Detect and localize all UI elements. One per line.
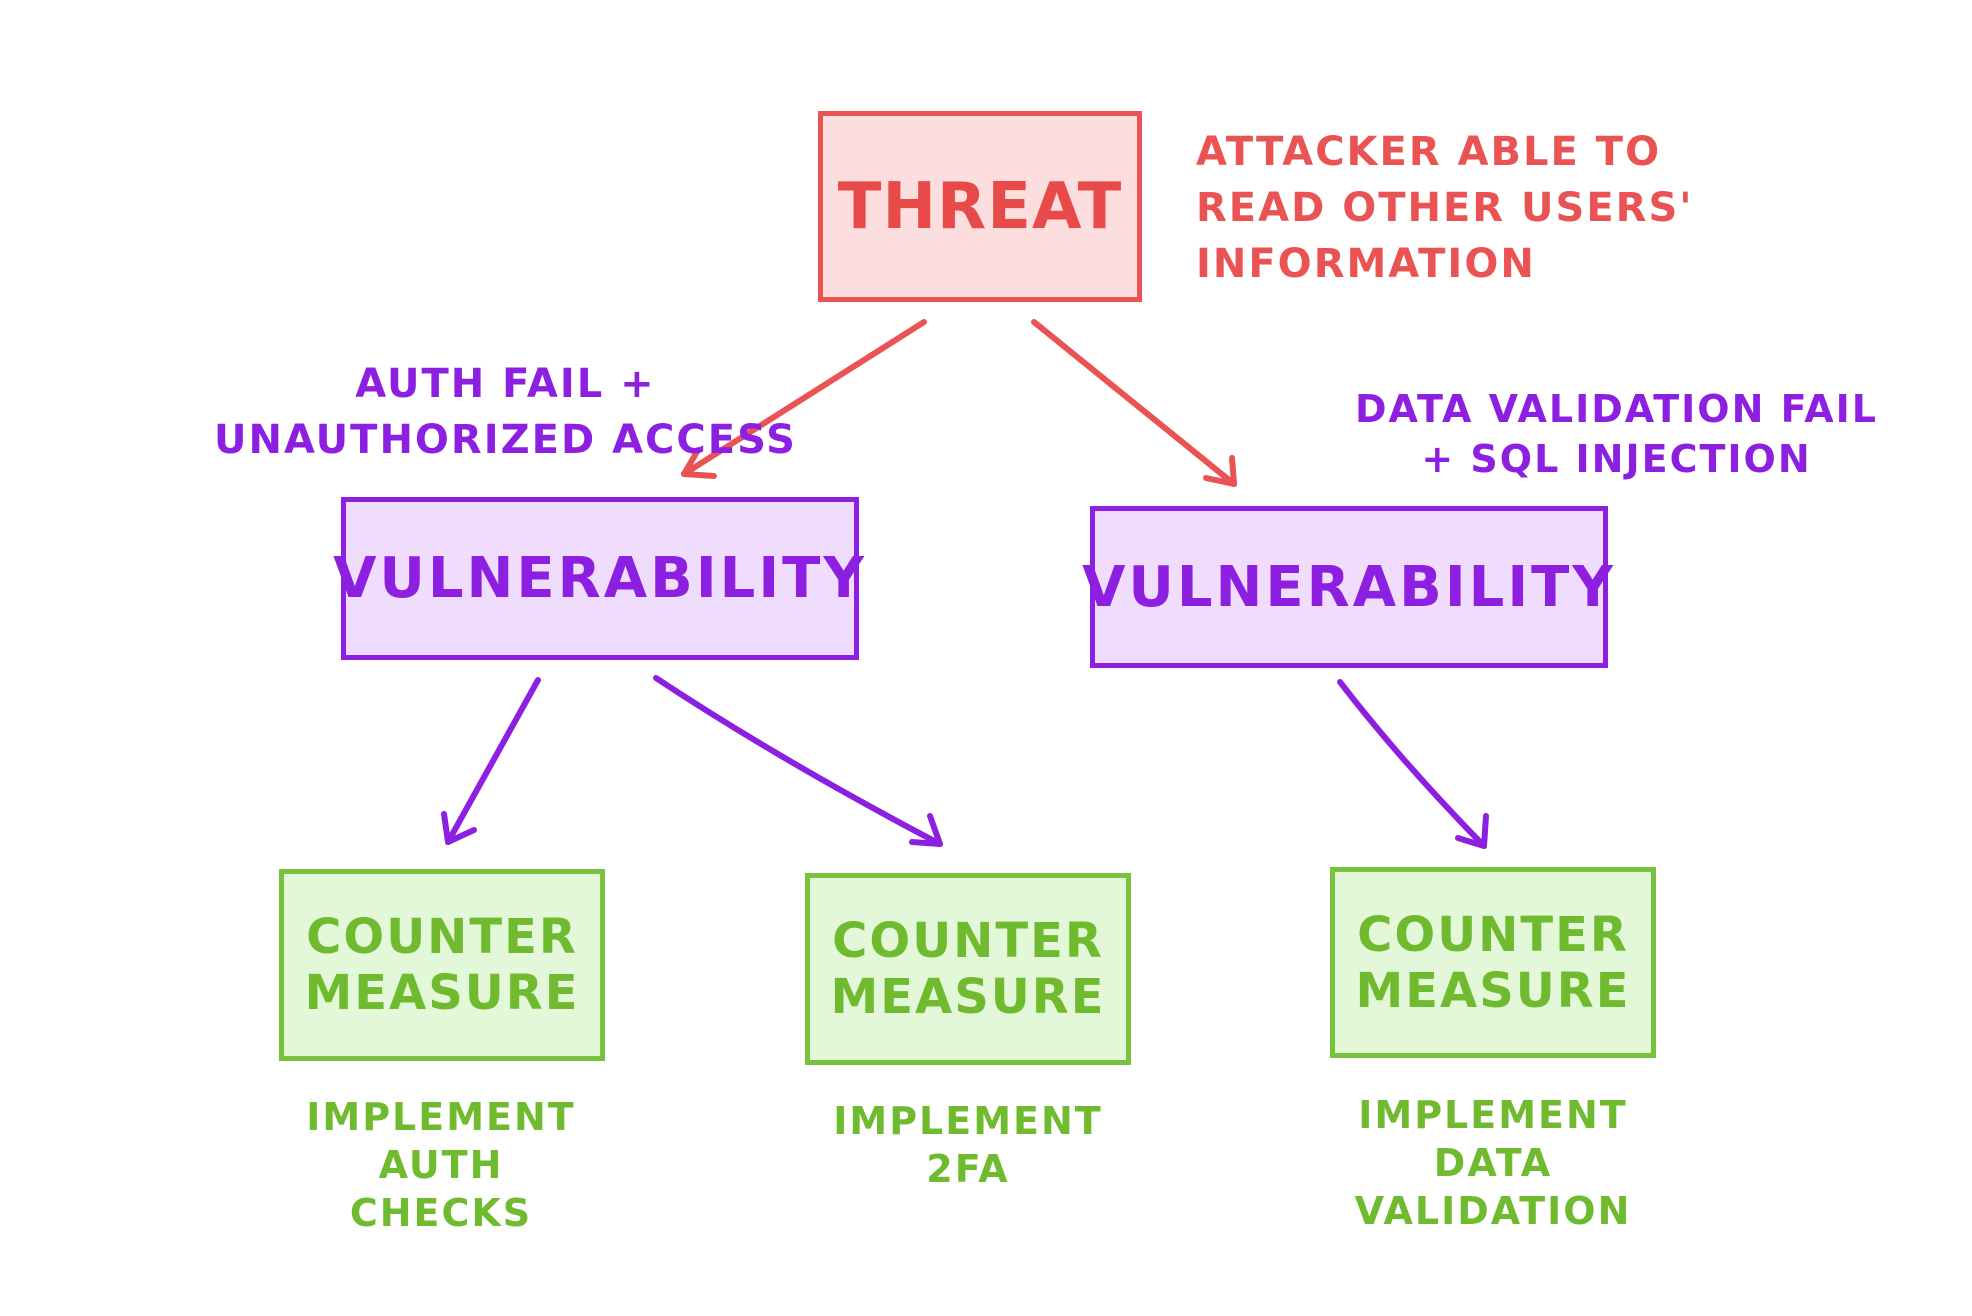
- threat-note: ATTACKER ABLE TO READ OTHER USERS' INFOR…: [1196, 129, 1694, 287]
- countermeasure-1-note: IMPLEMENT AUTH CHECKS: [306, 1095, 576, 1235]
- countermeasure-2-line1: COUNTER: [832, 913, 1104, 969]
- countermeasure-3-note: IMPLEMENT DATA VALIDATION: [1354, 1093, 1632, 1233]
- threat-box: THREAT: [818, 111, 1142, 302]
- vulnerability-left-note: AUTH FAIL + UNAUTHORIZED ACCESS: [214, 361, 797, 463]
- vulnerability-right-label: VULNERABILITY: [1082, 554, 1616, 620]
- arrow-vulnerability-left-to-countermeasure-2: [653, 675, 943, 847]
- vulnerability-box-left: VULNERABILITY: [333, 497, 864, 660]
- threat-label: THREAT: [837, 169, 1123, 244]
- countermeasure-box-3: COUNTER MEASURE: [1330, 867, 1656, 1058]
- vulnerability-box-right: VULNERABILITY: [1082, 506, 1613, 668]
- countermeasure-1-line1: COUNTER: [306, 909, 578, 965]
- countermeasure-3-line1: COUNTER: [1357, 906, 1629, 963]
- vulnerability-left-label: VULNERABILITY: [333, 546, 867, 611]
- countermeasure-2-note: IMPLEMENT 2FA: [833, 1099, 1103, 1191]
- arrow-threat-to-vulnerability-left: [681, 319, 927, 479]
- countermeasure-3-line2: MEASURE: [1355, 962, 1631, 1019]
- countermeasure-1-line2: MEASURE: [304, 965, 580, 1021]
- countermeasure-box-2: COUNTER MEASURE: [805, 873, 1131, 1065]
- countermeasure-2-line2: MEASURE: [830, 969, 1106, 1025]
- countermeasure-box-1: COUNTER MEASURE: [279, 869, 605, 1061]
- arrow-threat-to-vulnerability-right: [1031, 319, 1237, 487]
- vulnerability-right-note: DATA VALIDATION FAIL + SQL INJECTION: [1355, 387, 1878, 481]
- arrow-vulnerability-right-to-countermeasure-3: [1337, 679, 1489, 849]
- arrow-vulnerability-left-to-countermeasure-1: [441, 677, 541, 845]
